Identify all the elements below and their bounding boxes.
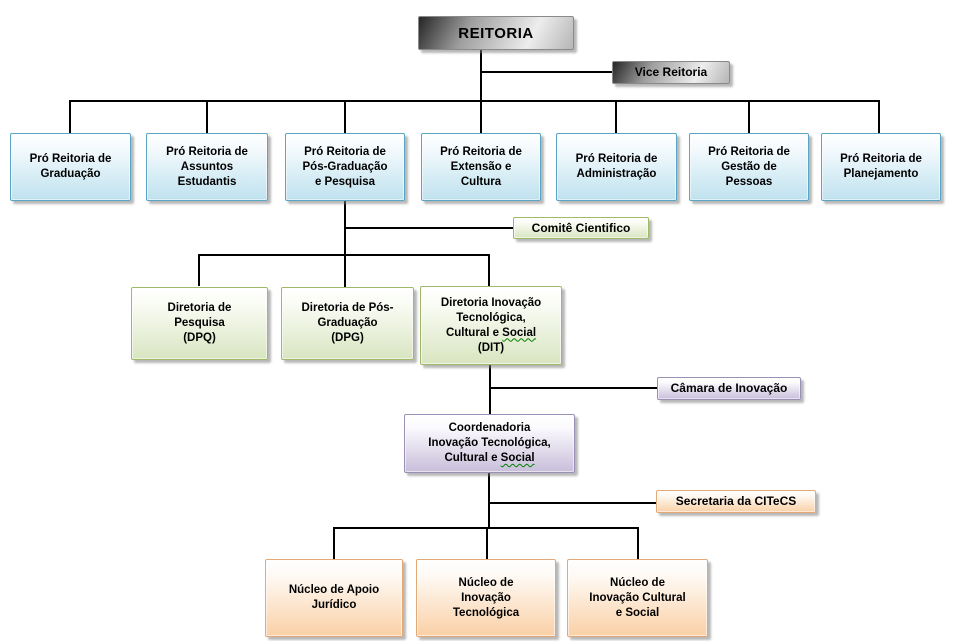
org-box-pro-reitoria-gestao-pessoas: Pró Reitoria de Gestão de Pessoas [689,133,809,201]
org-box-nucleo-inovacao-tecnologica: Núcleo de Inovação Tecnológica [416,559,556,637]
connector-stub-dit [488,254,490,286]
connector-stub-pos-graduacao [344,100,346,133]
org-box-label: Diretoria de Pós- Graduação (DPG) [301,302,394,344]
org-box-label: Pró Reitoria de Planejamento [840,153,922,180]
org-box-pro-reitoria-administracao: Pró Reitoria de Administração [556,133,677,201]
org-box-label: Secretaria da CITeCS [675,494,797,508]
org-box-nucleo-inovacao-cultural-social: Núcleo de Inovação Cultural e Social [567,559,708,637]
org-box-pro-reitoria-extensao-cultura: Pró Reitoria de Extensão e Cultura [421,133,541,201]
org-box-label: Pró Reitoria de Pós-Graduação e Pesquisa [302,145,388,188]
connector-stub-administracao [615,100,617,133]
connector-to-comite [345,227,513,229]
org-box-label: Pró Reitoria de Administração [575,153,658,180]
connector-posgrad-trunk [344,201,346,287]
connector-stub-extensao [480,100,482,133]
connector-row2-horizontal [198,254,490,256]
org-box-diretoria-pesquisa: Diretoria de Pesquisa (DPQ) [131,287,268,360]
org-box-pro-reitoria-assuntos-estudantis: Pró Reitoria de Assuntos Estudantis [146,133,268,201]
org-box-pro-reitoria-pos-graduacao-pesquisa: Pró Reitoria de Pós-Graduação e Pesquisa [285,133,405,201]
org-box-label: Pró Reitoria de Gestão de Pessoas [708,145,790,188]
connector-stub-cultural-social [637,527,639,559]
org-box-reitoria: REITORIA [418,16,574,50]
org-box-camara-inovacao: Câmara de Inovação [657,377,801,400]
org-box-label: Pró Reitoria de Graduação [29,153,112,180]
label-text: (DIT) [477,341,505,354]
connector-stub-tecnologica [486,527,488,559]
org-box-vice-reitoria: Vice Reitoria [612,61,730,84]
org-box-pro-reitoria-graduacao: Pró Reitoria de Graduação [10,133,131,201]
org-box-diretoria-pos-graduacao: Diretoria de Pós- Graduação (DPG) [281,287,414,360]
connector-coordenadoria-trunk [488,473,490,529]
connector-reitoria-trunk [480,50,482,102]
connector-stub-graduacao [69,100,71,133]
connector-stub-dpq [198,254,200,286]
org-box-label: Câmara de Inovação [670,381,788,395]
label-text: Diretoria Inovação Tecnológica, Cultural… [440,296,542,339]
org-box-label: Núcleo de Inovação Tecnológica [452,576,520,619]
org-box-label: Pró Reitoria de Assuntos Estudantis [166,145,248,188]
org-box-secretaria-citecs: Secretaria da CITeCS [656,490,816,513]
org-box-label: Núcleo de Inovação Cultural e Social [589,576,686,619]
org-box-label: Pró Reitoria de Extensão e Cultura [440,145,522,188]
org-box-label: Núcleo de Apoio Jurídico [288,584,380,611]
org-box-label: Diretoria de Pesquisa (DPQ) [167,302,232,344]
org-box-comite-cientifico: Comitê Cientifico [513,217,649,239]
org-box-nucleo-apoio-juridico: Núcleo de Apoio Jurídico [265,559,403,637]
connector-dit-trunk [489,365,491,414]
connector-row1-horizontal [69,100,880,102]
label-text: Coordenadoria Inovação Tecnológica, Cult… [428,422,551,464]
org-box-diretoria-inovacao: Diretoria Inovação Tecnológica, Cultural… [420,286,562,365]
org-box-label: Diretoria Inovação Tecnológica, Cultural… [439,296,543,356]
org-box-coordenadoria-inovacao: Coordenadoria Inovação Tecnológica, Cult… [404,414,575,473]
org-box-label: REITORIA [458,24,534,42]
connector-to-secretaria [489,502,656,504]
org-box-label: Vice Reitoria [634,65,708,79]
org-box-label: Comitê Cientifico [531,220,631,235]
connector-stub-juridico [333,527,335,559]
label-misspelled-word: Social [500,452,535,464]
connector-stub-gestao [748,100,750,133]
connector-stub-planejamento [878,100,880,133]
label-misspelled-word: Social [502,326,537,339]
connector-to-vice-reitoria [480,71,612,73]
connector-to-camara [490,387,657,389]
connector-stub-assuntos [206,100,208,133]
org-box-label: Coordenadoria Inovação Tecnológica, Cult… [426,421,553,466]
org-box-pro-reitoria-planejamento: Pró Reitoria de Planejamento [821,133,941,201]
